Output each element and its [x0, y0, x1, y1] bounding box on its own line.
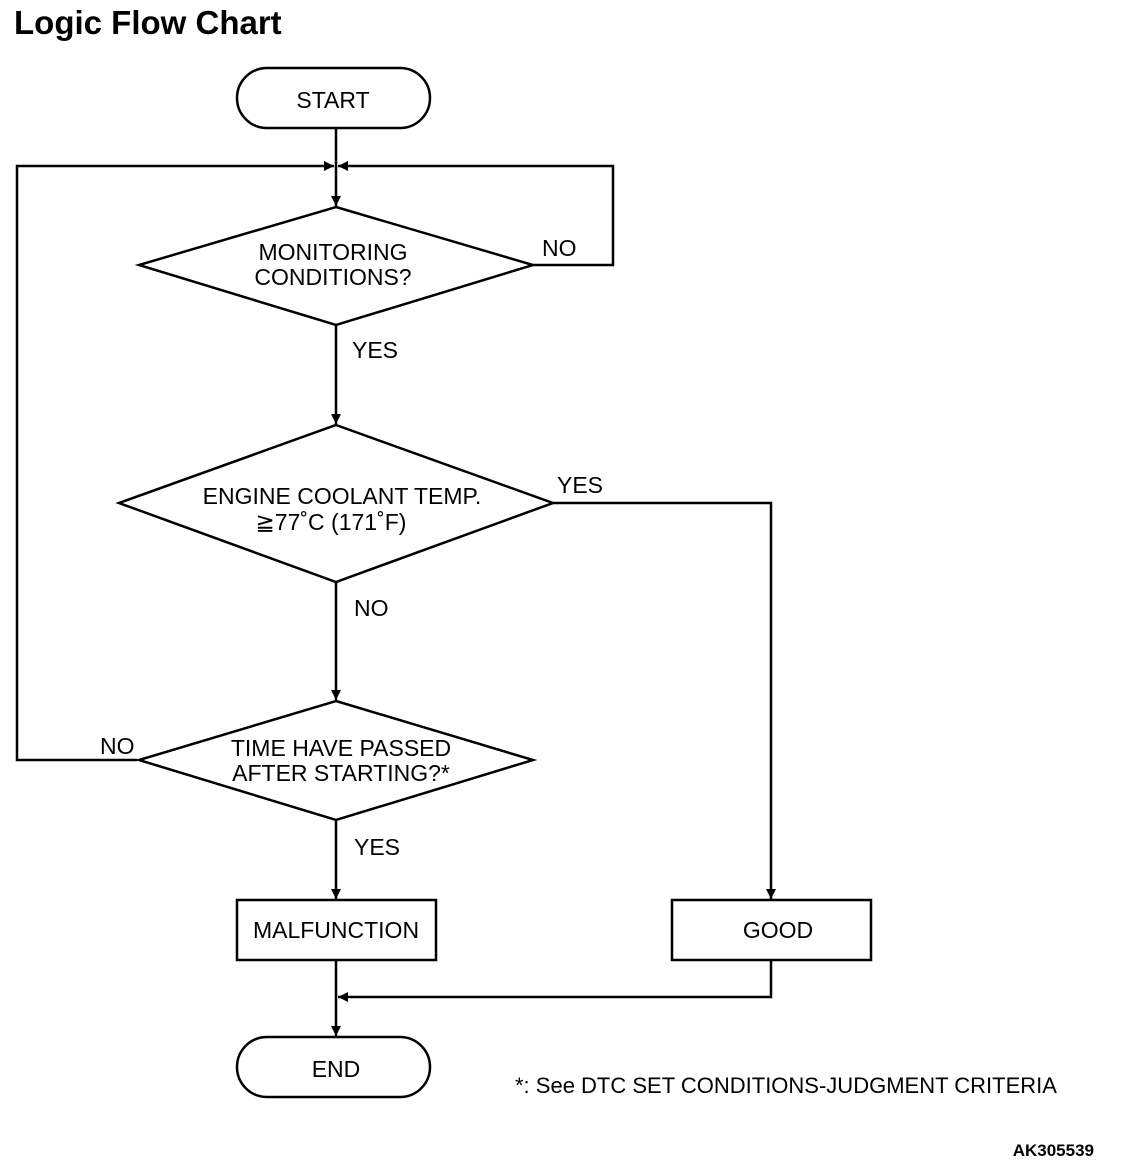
- malfunction-box: [235, 898, 438, 962]
- monitoring-label-line1: MONITORING: [258, 239, 407, 265]
- coolant-yes-label: YES: [557, 472, 603, 498]
- coolant-label-line2: ≧77˚C (171˚F): [256, 509, 407, 535]
- time-label-line2: AFTER STARTING?*: [232, 760, 450, 786]
- monitoring-yes-label: YES: [352, 337, 398, 363]
- coolant-label-line1: ENGINE COOLANT TEMP.: [203, 483, 482, 509]
- time-passed-decision: [134, 699, 538, 822]
- good-box: [670, 898, 873, 962]
- malfunction-label: MALFUNCTION: [253, 917, 419, 943]
- monitoring-decision: [134, 205, 538, 327]
- edge-time-no-loop: [15, 161, 334, 762]
- time-yes-label: YES: [354, 834, 400, 860]
- footnote: *: See DTC SET CONDITIONS-JUDGMENT CRITE…: [515, 1073, 1057, 1098]
- monitoring-label-line2: CONDITIONS?: [254, 264, 411, 290]
- edge-coolant-yes: [553, 501, 776, 899]
- end-label: END: [312, 1056, 361, 1082]
- good-label: GOOD: [743, 917, 813, 943]
- end-terminal: [235, 1035, 432, 1099]
- edge-monitoring-no-loop: [338, 161, 615, 267]
- time-label-line1: TIME HAVE PASSED: [231, 735, 451, 761]
- time-no-label: NO: [100, 733, 135, 759]
- start-label: START: [296, 87, 369, 113]
- chart-title: Logic Flow Chart: [14, 4, 282, 41]
- start-terminal: [235, 66, 432, 130]
- coolant-no-label: NO: [354, 595, 389, 621]
- edge-good-to-end: [338, 960, 773, 1002]
- figure-code: AK305539: [1013, 1141, 1094, 1160]
- monitoring-no-label: NO: [542, 235, 577, 261]
- coolant-temp-decision: [115, 423, 557, 584]
